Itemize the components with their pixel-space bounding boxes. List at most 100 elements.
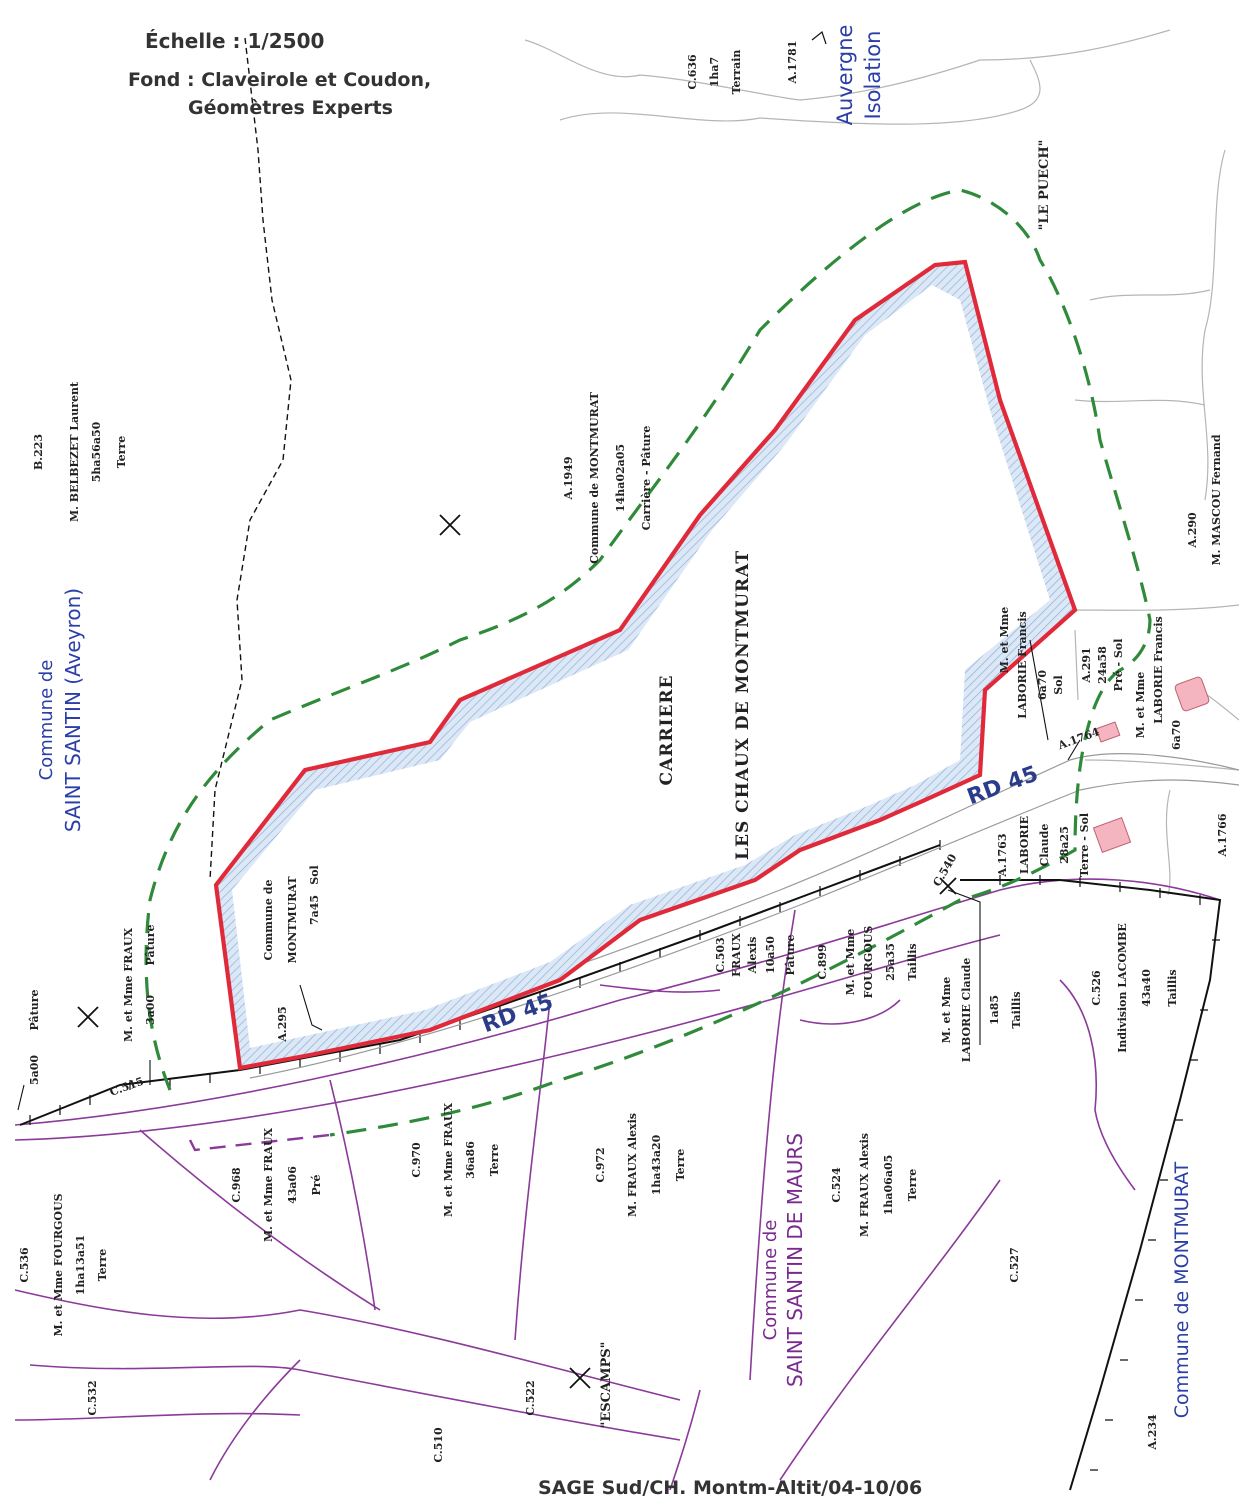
parcel-a1781: A.1781 <box>786 41 799 85</box>
svg-text:A.1949: A.1949 <box>562 457 575 501</box>
parcel-a295: A.295 Commune de MONTMURAT 7a45 Sol <box>262 865 321 1042</box>
svg-text:Terre: Terre <box>488 1144 501 1177</box>
svg-text:LABORIE Francis: LABORIE Francis <box>1016 611 1029 718</box>
svg-text:1a85: 1a85 <box>988 995 1001 1025</box>
quarry-interior <box>232 285 1050 1048</box>
svg-text:Alexis: Alexis <box>746 937 759 975</box>
dept-boundary-road <box>19 844 1222 1491</box>
parcel-a290: A.290 M. MASCOU Fernand <box>1186 434 1223 565</box>
purple-parcel-lines <box>14 878 1221 1491</box>
svg-text:Pré - Sol: Pré - Sol <box>1112 639 1125 692</box>
parcel-c636: C.636 1ha7 Terrain <box>686 50 743 95</box>
parcel-c510: C.510 <box>432 1427 445 1463</box>
parcel-a234: A.234 <box>1146 1414 1159 1451</box>
svg-text:M. et Mme FOURGOUS: M. et Mme FOURGOUS <box>52 1193 65 1336</box>
parcel-c970: C.970 M. et Mme FRAUX 36a86 Terre <box>410 1103 501 1217</box>
place-escamps: "ESCAMPS" <box>599 1342 614 1429</box>
grey-parcel-lines <box>524 29 1239 896</box>
svg-text:A.290: A.290 <box>1186 512 1199 549</box>
svg-text:6a70: 6a70 <box>1036 670 1049 700</box>
svg-text:M. et Mme: M. et Mme <box>998 607 1011 674</box>
svg-text:Commune de MONTMURAT: Commune de MONTMURAT <box>588 391 601 564</box>
svg-text:M. et Mme: M. et Mme <box>844 929 857 996</box>
parcel-a1949: A.1949 Commune de MONTMURAT 14ha02a05 Ca… <box>562 391 653 564</box>
svg-text:B.223: B.223 <box>32 434 45 470</box>
svg-text:A.291: A.291 <box>1080 647 1093 683</box>
parcel-c526: C.526 Indivision LACOMBE 43a40 Taillis <box>1090 923 1179 1053</box>
svg-text:28a25: 28a25 <box>1058 826 1071 864</box>
svg-text:LABORIE: LABORIE <box>1018 816 1031 874</box>
green-dashed-perimeter <box>144 188 1152 1137</box>
svg-text:M. et Mme FRAUX: M. et Mme FRAUX <box>262 1128 275 1242</box>
svg-text:Terre: Terre <box>906 1169 919 1202</box>
commune-saint-santin-label-1: Commune de <box>36 660 57 781</box>
parcel-b223: B.223 M. BELBEZET Laurent 5ha56a50 Terre <box>32 381 128 522</box>
parcel-laborie-francis: M. et Mme LABORIE Francis 6a70 Sol <box>998 607 1065 719</box>
parcel-c972: C.972 M. FRAUX Alexis 1ha43a20 Terre <box>594 1113 687 1217</box>
svg-text:C.972: C.972 <box>594 1147 607 1182</box>
parcel-c503: C.503 FRAUX Alexis 10a50 Pâture <box>714 933 797 977</box>
svg-text:A.1763: A.1763 <box>996 834 1009 878</box>
chevron-marker-icon <box>811 30 827 45</box>
scale-text: Échelle : 1/2500 <box>145 29 324 53</box>
svg-text:5ha56a50: 5ha56a50 <box>90 421 103 482</box>
boundary-ticks <box>29 840 1220 1471</box>
auvergne-label-2: Isolation <box>861 31 885 120</box>
svg-text:Indivision LACOMBE: Indivision LACOMBE <box>1116 923 1129 1053</box>
svg-text:Terre: Terre <box>674 1149 687 1182</box>
parcel-a1766: A.1766 <box>1216 813 1229 857</box>
source-text-2: Géomètres Experts <box>188 97 393 119</box>
parcel-c524: C.524 M. FRAUX Alexis 1ha06a05 Terre <box>830 1133 919 1237</box>
parcel-c899: C.899 M. et Mme FOURGOUS 25a35 Taillis <box>816 926 919 999</box>
parcel-fraux-top: M. et Mme FRAUX 3a00 Pâture <box>122 925 157 1043</box>
svg-text:Carrière - Pâture: Carrière - Pâture <box>640 426 653 531</box>
place-carriere: CARRIERE <box>657 675 677 786</box>
svg-text:36a86: 36a86 <box>464 1141 477 1179</box>
svg-text:M. MASCOU Fernand: M. MASCOU Fernand <box>1210 434 1223 565</box>
parcel-left-top: 5a00 Pâture <box>28 990 41 1086</box>
svg-text:C.636: C.636 <box>686 54 699 90</box>
dept-boundary-upper <box>209 37 292 881</box>
svg-text:MONTMURAT: MONTMURAT <box>286 876 299 964</box>
svg-text:M. et Mme FRAUX: M. et Mme FRAUX <box>442 1103 455 1217</box>
svg-text:43a06: 43a06 <box>286 1166 299 1204</box>
svg-text:FRAUX: FRAUX <box>730 933 743 977</box>
svg-text:43a40: 43a40 <box>1140 969 1153 1007</box>
svg-text:M. et Mme: M. et Mme <box>940 977 953 1044</box>
building-1 <box>1174 676 1210 712</box>
svg-text:C.970: C.970 <box>410 1142 423 1178</box>
svg-text:C.536: C.536 <box>18 1247 31 1283</box>
svg-text:Terre - Sol: Terre - Sol <box>1078 813 1091 877</box>
parcel-c968: C.968 M. et Mme FRAUX 43a06 Pré <box>230 1128 323 1242</box>
svg-text:A.1781: A.1781 <box>786 41 799 85</box>
parcel-c522: C.522 <box>524 1380 537 1415</box>
building-2 <box>1095 721 1121 743</box>
commune-saint-santin-maurs-label-2: SAINT SANTIN DE MAURS <box>783 1133 807 1387</box>
svg-text:C.899: C.899 <box>816 944 829 979</box>
svg-text:M. et Mme FRAUX: M. et Mme FRAUX <box>122 928 135 1042</box>
commune-montmurat-label: Commune de MONTMURAT <box>1171 1161 1193 1418</box>
svg-text:Taillis: Taillis <box>906 943 919 980</box>
svg-text:Pâture: Pâture <box>784 935 797 976</box>
place-le-puech: "LE PUECH" <box>1037 140 1052 231</box>
svg-text:Sol: Sol <box>308 865 321 884</box>
svg-text:7a45: 7a45 <box>308 895 321 925</box>
parcel-c536: C.536 M. et Mme FOURGOUS 1ha13a51 Terre <box>18 1193 109 1336</box>
svg-text:M. BELBEZET Laurent: M. BELBEZET Laurent <box>68 381 81 522</box>
svg-text:LABORIE Claude: LABORIE Claude <box>960 958 973 1063</box>
commune-saint-santin-maurs-label-1: Commune de <box>760 1220 781 1341</box>
svg-text:FOURGOUS: FOURGOUS <box>862 926 875 999</box>
svg-text:Taillis: Taillis <box>1166 969 1179 1006</box>
svg-text:C.526: C.526 <box>1090 970 1103 1006</box>
svg-text:Pré: Pré <box>310 1174 323 1195</box>
place-chaux-montmurat: LES CHAUX DE MONTMURAT <box>733 550 753 860</box>
svg-text:Sol: Sol <box>1052 675 1065 694</box>
svg-text:Pâture: Pâture <box>144 925 157 966</box>
parcel-a1763: A.1763 LABORIE Claude 28a25 Terre - Sol <box>996 813 1091 878</box>
svg-text:1ha13a51: 1ha13a51 <box>74 1235 87 1296</box>
svg-text:24a58: 24a58 <box>1096 646 1109 684</box>
svg-text:1ha06a05: 1ha06a05 <box>882 1155 895 1216</box>
parcel-a291: A.291 24a58 Pré - Sol M. et Mme LABORIE … <box>1080 616 1183 750</box>
